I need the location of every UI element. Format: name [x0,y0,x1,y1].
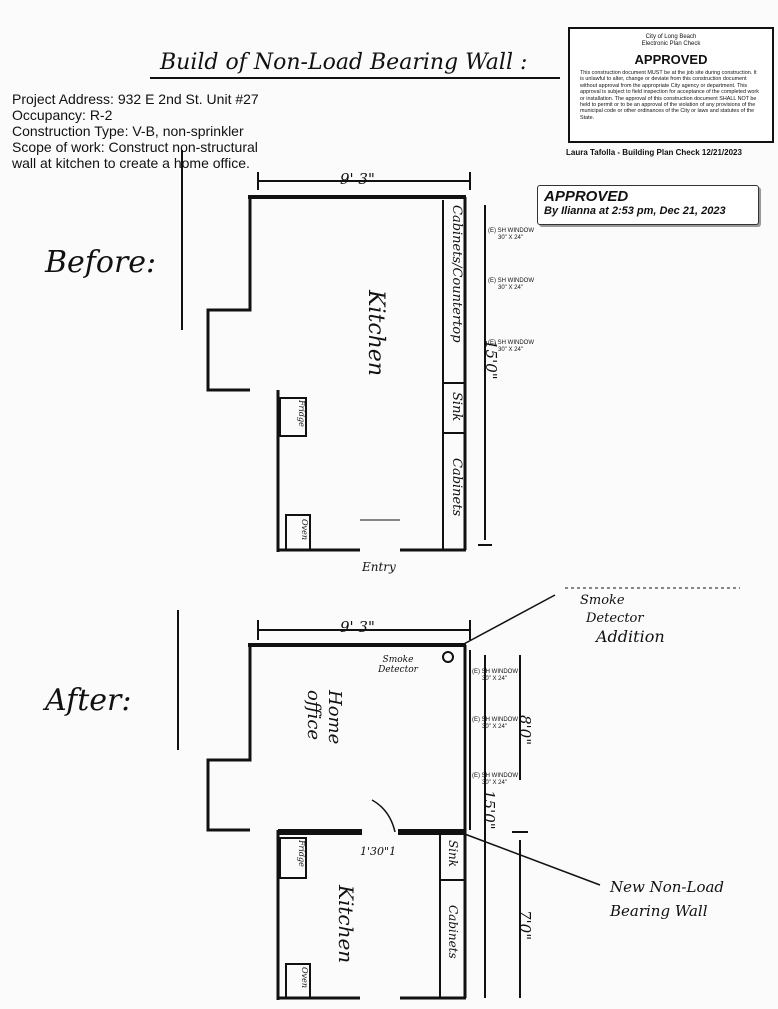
smoke-detector-callout: Smoke Detector Addition [580,592,665,646]
before-oven: Oven [300,519,309,540]
window-label: (E) SH WINDOW [488,228,534,234]
approval-badge-by: By Ilianna at 2:53 pm, Dec 21, 2023 [544,205,726,217]
after-oven: Oven [300,967,309,988]
after-fridge: Fridge [297,840,306,867]
scope-of-work: Scope of work: Construct non-structural [12,139,258,155]
document-title: Build of Non-Load Bearing Wall : [160,50,528,75]
approval-stamp: City of Long Beach Electronic Plan Check… [568,27,774,143]
construction-type: Construction Type: V-B, non-sprinkler [12,123,244,139]
window-size: 30" X 24" [482,676,507,682]
callout-line: Bearing Wall [610,902,708,920]
approval-badge: APPROVED By Ilianna at 2:53 pm, Dec 21, … [537,185,759,225]
before-kitchen-label: Kitchen [363,290,388,376]
approval-badge-status: APPROVED [544,188,629,205]
before-plan [206,172,492,552]
after-kitchen-label: Kitchen [334,885,358,964]
occupancy: Occupancy: R-2 [12,107,113,123]
window-label: (E) SH WINDOW [472,717,518,723]
stamp-status: APPROVED [634,52,708,67]
after-office-dim: 8'0" [516,715,534,746]
after-plan [177,587,740,1000]
window-size: 30" X 24" [482,724,507,730]
callout-line: Addition [596,627,665,646]
after-sink: Sink [446,840,460,868]
project-address: Project Address: 932 E 2nd St. Unit #27 [12,91,259,107]
window-label: (E) SH WINDOW [472,669,518,675]
after-width-dim: 9' 3" [340,618,375,636]
window-size: 30" X 24" [498,235,523,241]
after-home-office-label: Home office [303,690,345,745]
stamp-signature: Laura Tafolla - Building Plan Check 12/2… [566,148,742,157]
window-size: 30" X 24" [482,780,507,786]
after-kitchen-dim: 7'0" [516,910,534,941]
callout-line: Detector [586,611,644,626]
stamp-city: City of Long Beach [645,34,697,40]
scope-of-work-cont: wall at kitchen to create a home office. [12,155,250,171]
before-entry: Entry [362,560,396,574]
callout-line: Smoke [580,593,625,608]
window-label: (E) SH WINDOW [488,278,534,284]
door-swing [371,799,396,833]
window-size: 30" X 24" [498,285,523,291]
window-label: (E) SH WINDOW [472,773,518,779]
before-width-dim: 9' 3" [340,170,375,188]
after-total-dim: 15'0" [480,790,498,830]
window-size: 30" X 24" [498,347,523,353]
before-sink: Sink [449,392,464,422]
project-info: Project Address: 932 E 2nd St. Unit #27 … [12,91,259,171]
stamp-body: This construction document MUST be at th… [580,70,759,121]
after-label: After: [45,683,132,718]
window-label: (E) SH WINDOW [488,340,534,346]
stamp-dept: Electronic Plan Check [641,41,701,47]
callout-line: New Non-Load [610,878,725,896]
smoke-detector-icon [442,651,454,663]
before-cabinets-countertop: Cabinets/Countertop [449,205,464,343]
after-smoke-detector: Smoke Detector [378,655,418,675]
after-cabinets: Cabinets [446,905,460,959]
before-label: Before: [45,245,157,280]
after-door-dim: 1'30"1 [360,845,397,858]
before-fridge: Fridge [297,400,306,427]
new-wall-callout: New Non-Load Bearing Wall [610,875,724,923]
before-cabinets: Cabinets [449,458,464,517]
